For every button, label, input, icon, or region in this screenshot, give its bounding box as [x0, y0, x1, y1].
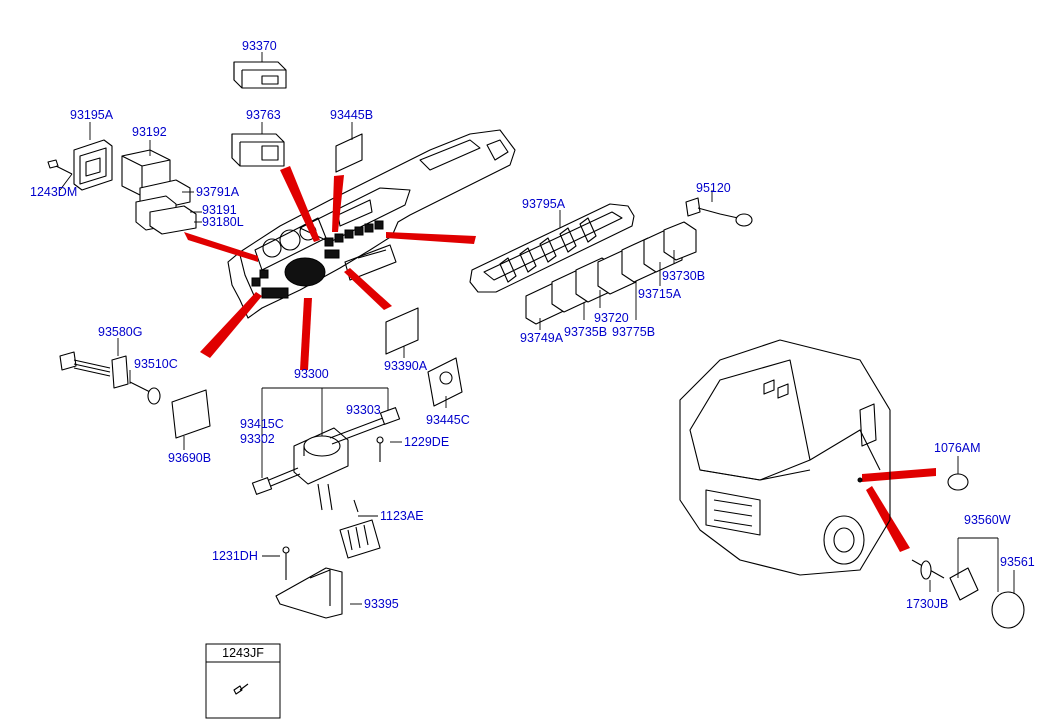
label-93763: 93763	[246, 108, 281, 122]
label-93300: 93300	[294, 367, 329, 381]
combo-switch-93300	[251, 407, 401, 559]
pointer-9	[866, 486, 910, 552]
pointer-4	[386, 232, 476, 244]
cover-93445B	[335, 133, 363, 173]
cover-93445C	[427, 357, 463, 407]
leader-lines	[59, 52, 1015, 605]
pointer-3	[184, 232, 258, 262]
pointer-5	[200, 292, 262, 358]
lock-93560W	[911, 559, 1025, 629]
label-93735B: 93735B	[564, 325, 607, 339]
label-93445B: 93445B	[330, 108, 373, 122]
legend-box: 1243JF	[205, 643, 281, 719]
label-93195A: 93195A	[70, 108, 114, 122]
label-93795A: 93795A	[522, 197, 566, 211]
harness-93580G	[59, 351, 129, 389]
bracket-93195A	[73, 139, 113, 191]
label-93580G: 93580G	[98, 325, 142, 339]
label-1243DM: 1243DM	[30, 185, 77, 199]
label-95120: 95120	[696, 181, 731, 195]
label-93775B: 93775B	[612, 325, 655, 339]
label-93791A: 93791A	[196, 185, 240, 199]
truck-cab	[679, 339, 891, 576]
bracket-93395	[275, 567, 343, 619]
legend-box-title: 1243JF	[222, 646, 264, 660]
pointer-1	[280, 166, 320, 242]
label-93415C: 93415C	[240, 417, 284, 431]
dash-switch-cluster	[251, 220, 384, 299]
label-1231DH: 1231DH	[212, 549, 258, 563]
pointer-6	[300, 298, 312, 370]
label-93303: 93303	[346, 403, 381, 417]
label-93192: 93192	[132, 125, 167, 139]
label-93715A: 93715A	[638, 287, 682, 301]
label-93390A: 93390A	[384, 359, 428, 373]
switch-93180L	[149, 205, 197, 235]
screw-icon	[233, 683, 249, 695]
switch-row	[525, 221, 697, 325]
pointer-7	[344, 268, 392, 310]
label-93690B: 93690B	[168, 451, 211, 465]
label-1076AM: 1076AM	[934, 441, 981, 455]
label-93561: 93561	[1000, 555, 1035, 569]
screw-1231DH	[282, 546, 290, 580]
bezel-93795A	[469, 203, 635, 293]
switch-93763	[231, 133, 285, 167]
label-1730JB: 1730JB	[906, 597, 948, 611]
grommet-1076AM	[947, 473, 969, 491]
switch-93370	[233, 61, 287, 89]
label-93302: 93302	[240, 432, 275, 446]
cover-93690B	[171, 389, 211, 439]
label-93180L: 93180L	[202, 215, 244, 229]
screw-1243DM	[47, 159, 73, 175]
label-1123AE: 1123AE	[380, 509, 424, 523]
pointer-2	[332, 175, 344, 232]
knob-93510C	[129, 381, 161, 405]
label-93445C: 93445C	[426, 413, 470, 427]
screw-1229DE	[376, 436, 384, 462]
label-93730B: 93730B	[662, 269, 705, 283]
label-93370: 93370	[242, 39, 277, 53]
label-93395: 93395	[364, 597, 399, 611]
label-1229DE: 1229DE	[404, 435, 449, 449]
part-labels: 93370 93763 93445B 93195A 93192 1243DM 9…	[30, 39, 1035, 611]
label-93560W: 93560W	[964, 513, 1011, 527]
label-93191: 93191	[202, 203, 237, 217]
label-93510C: 93510C	[134, 357, 178, 371]
cover-93390A	[385, 307, 419, 355]
callout-pointers	[184, 166, 936, 552]
label-93749A: 93749A	[520, 331, 564, 345]
harness-95120	[685, 197, 753, 227]
label-93720: 93720	[594, 311, 629, 325]
pointer-8	[862, 468, 936, 482]
